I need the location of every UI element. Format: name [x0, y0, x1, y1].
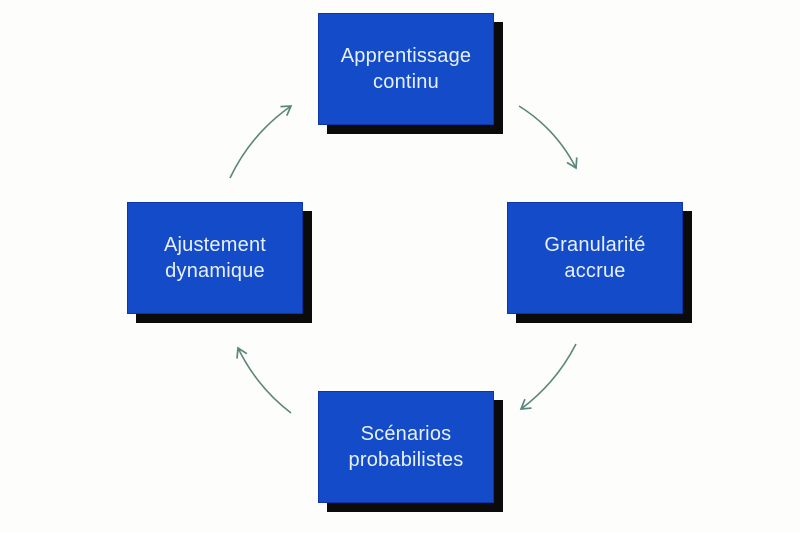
node-apprentissage-continu: Apprentissage continu [318, 13, 494, 125]
arrow-top-to-right [518, 105, 578, 170]
node-scenarios-probabilistes: Scénarios probabilistes [318, 391, 494, 503]
arrow-right-to-bottom [519, 343, 577, 410]
node-ajustement-dynamique: Ajustement dynamique [127, 202, 303, 314]
node-apprentissage-continu-label: Apprentissage continu [340, 44, 472, 93]
node-granularite-accrue: Granularité accrue [507, 202, 683, 314]
arrow-bottom-to-left [236, 346, 292, 414]
node-granularite-accrue-label: Granularité accrue [544, 233, 646, 282]
arrow-left-to-top [229, 105, 293, 179]
node-ajustement-dynamique-label: Ajustement dynamique [163, 233, 267, 282]
node-scenarios-probabilistes-label: Scénarios probabilistes [348, 422, 464, 471]
